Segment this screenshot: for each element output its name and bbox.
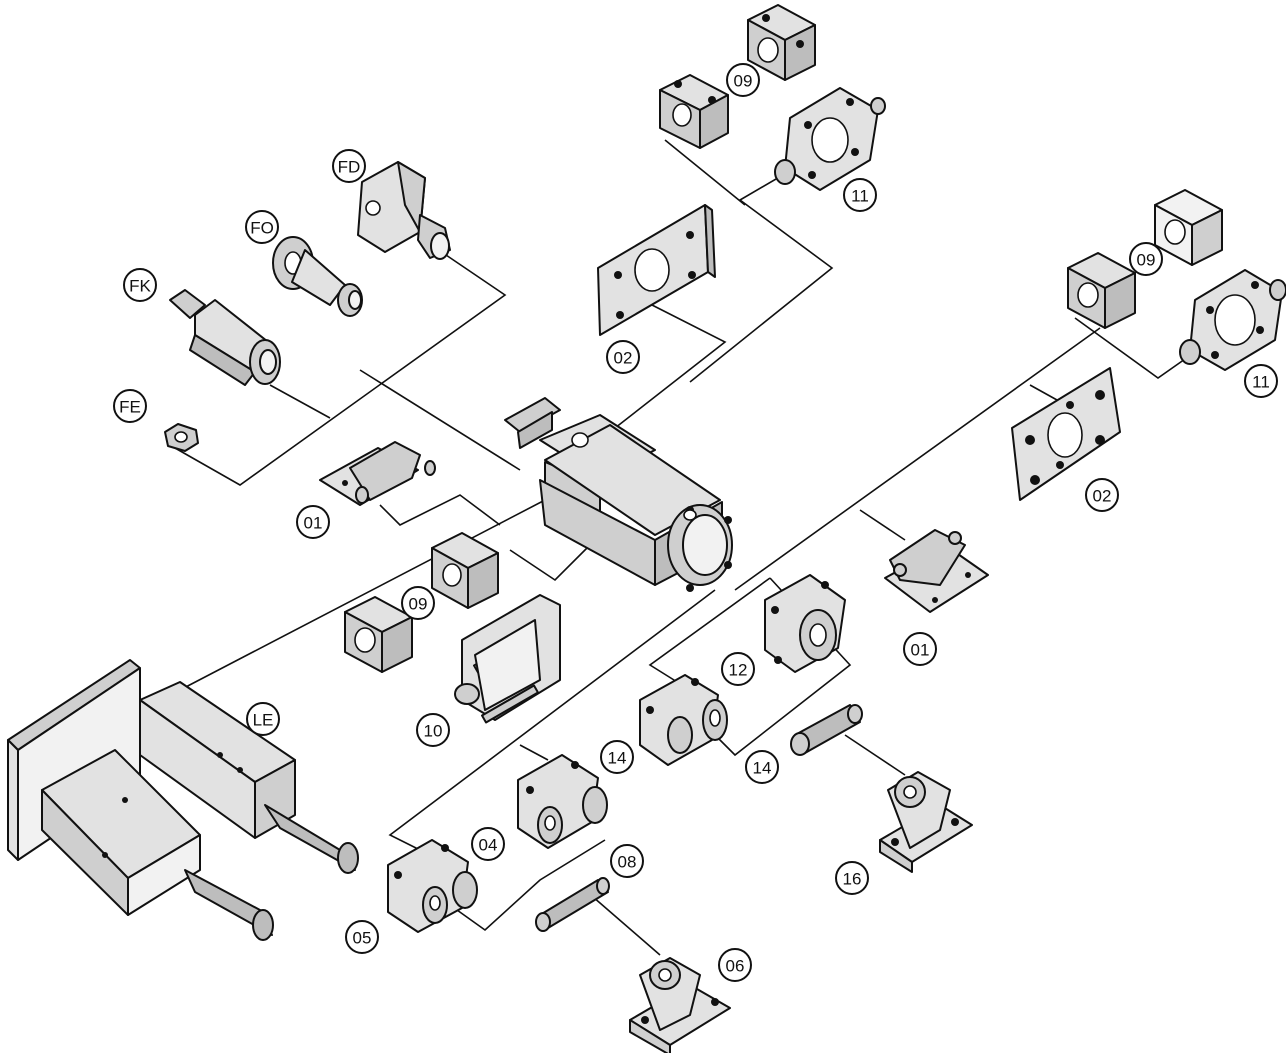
label-circle-fo bbox=[245, 210, 279, 244]
label-circle-fe bbox=[113, 389, 147, 423]
flange-plate-02-top bbox=[597, 204, 716, 336]
label-text-fd: FD bbox=[338, 158, 361, 177]
part-labels: FD FO FK FE 09 11 02 09 11 02 01 09 10 LE 01 12 14 14 04 08… bbox=[113, 63, 1278, 982]
label-circle-14-a bbox=[600, 740, 634, 774]
foot-mount-01-right bbox=[884, 529, 989, 613]
main-cylinder bbox=[504, 397, 733, 592]
label-circle-fd bbox=[332, 149, 366, 183]
label-text-11-right: 11 bbox=[1252, 373, 1270, 392]
label-circle-08 bbox=[610, 844, 644, 878]
label-text-11-top: 11 bbox=[851, 187, 869, 206]
clevis-bracket-12 bbox=[764, 574, 846, 673]
label-circle-14-b bbox=[745, 750, 779, 784]
label-text-16: 16 bbox=[843, 870, 862, 889]
pin-08 bbox=[535, 877, 610, 932]
center-trunnion-11-top bbox=[774, 87, 886, 191]
label-text-fo: FO bbox=[250, 219, 274, 238]
label-text-01-right: 01 bbox=[911, 641, 930, 660]
label-circle-09-mid bbox=[401, 586, 435, 620]
guide-unit-le bbox=[7, 659, 359, 941]
floating-joint-fk bbox=[169, 289, 281, 386]
label-text-14-b: 14 bbox=[753, 759, 772, 778]
label-text-fk: FK bbox=[129, 277, 151, 296]
label-circle-11-right bbox=[1244, 364, 1278, 398]
label-circle-01-right bbox=[903, 632, 937, 666]
label-text-01-left: 01 bbox=[304, 514, 323, 533]
pillow-block-09-mid-b bbox=[344, 596, 413, 673]
connector-fd-fe bbox=[174, 254, 507, 486]
pivot-bracket-16 bbox=[879, 771, 973, 873]
connector-08-05 bbox=[449, 839, 606, 932]
label-circle-11-top bbox=[843, 178, 877, 212]
connector-rear-main bbox=[734, 327, 1101, 591]
connector-fo-cylinder bbox=[359, 369, 521, 471]
rod-eye-fo bbox=[272, 236, 363, 317]
nut-fe bbox=[164, 423, 199, 452]
label-text-14-a: 14 bbox=[608, 749, 627, 768]
label-circle-02-right bbox=[1085, 478, 1119, 512]
connector-11-top bbox=[689, 164, 834, 383]
connector-le bbox=[179, 499, 546, 691]
label-text-12: 12 bbox=[729, 661, 748, 680]
label-circle-04 bbox=[471, 827, 505, 861]
connector-10-09 bbox=[509, 544, 591, 582]
connector-fk bbox=[269, 384, 331, 419]
pivot-bracket-06 bbox=[629, 957, 731, 1053]
flange-plate-02-right bbox=[1011, 367, 1121, 501]
label-circle-16 bbox=[835, 861, 869, 895]
connector-01-right bbox=[859, 509, 906, 541]
label-circle-12 bbox=[721, 652, 755, 686]
label-text-02-right: 02 bbox=[1093, 487, 1112, 506]
pillow-block-09-mid-a bbox=[431, 532, 499, 609]
center-trunnion-11-right bbox=[1179, 269, 1286, 371]
label-text-06: 06 bbox=[726, 957, 745, 976]
foot-mount-01-left bbox=[319, 441, 436, 506]
label-circle-le bbox=[246, 702, 280, 736]
label-text-09-mid: 09 bbox=[409, 595, 428, 614]
label-text-05: 05 bbox=[353, 929, 372, 948]
label-circle-01-left bbox=[296, 505, 330, 539]
label-text-10: 10 bbox=[424, 722, 443, 741]
clevis-04 bbox=[517, 754, 608, 849]
connector-16 bbox=[844, 734, 906, 776]
label-circle-10 bbox=[416, 713, 450, 747]
pillow-block-09-top-a bbox=[659, 74, 729, 149]
label-circle-06 bbox=[718, 948, 752, 982]
pillow-block-09-top-b bbox=[747, 4, 816, 81]
label-text-04: 04 bbox=[479, 836, 498, 855]
label-circle-09-right bbox=[1129, 242, 1163, 276]
pin-16 bbox=[790, 704, 863, 756]
label-text-02-top: 02 bbox=[614, 349, 633, 368]
label-text-08: 08 bbox=[618, 853, 637, 872]
rod-clevis-fd bbox=[357, 161, 451, 260]
label-text-09-top: 09 bbox=[734, 72, 753, 91]
connector-02-top bbox=[614, 304, 727, 429]
connector-04 bbox=[519, 744, 549, 761]
label-circle-05 bbox=[345, 920, 379, 954]
label-text-09-right: 09 bbox=[1137, 251, 1156, 270]
connector-01-left bbox=[379, 494, 501, 526]
rear-clevis-14-a bbox=[639, 674, 728, 766]
label-circle-fk bbox=[123, 268, 157, 302]
clevis-05 bbox=[387, 839, 478, 933]
connector-09-top bbox=[664, 139, 746, 206]
intermediate-trunnion-10 bbox=[454, 594, 561, 724]
pillow-block-09-right-a bbox=[1154, 189, 1223, 266]
label-circle-02-top bbox=[606, 340, 640, 374]
pillow-block-09-right-b bbox=[1067, 252, 1136, 329]
connector-06 bbox=[584, 889, 661, 956]
label-text-fe: FE bbox=[119, 398, 141, 417]
label-circle-09-top bbox=[726, 63, 760, 97]
label-text-le: LE bbox=[253, 711, 274, 730]
